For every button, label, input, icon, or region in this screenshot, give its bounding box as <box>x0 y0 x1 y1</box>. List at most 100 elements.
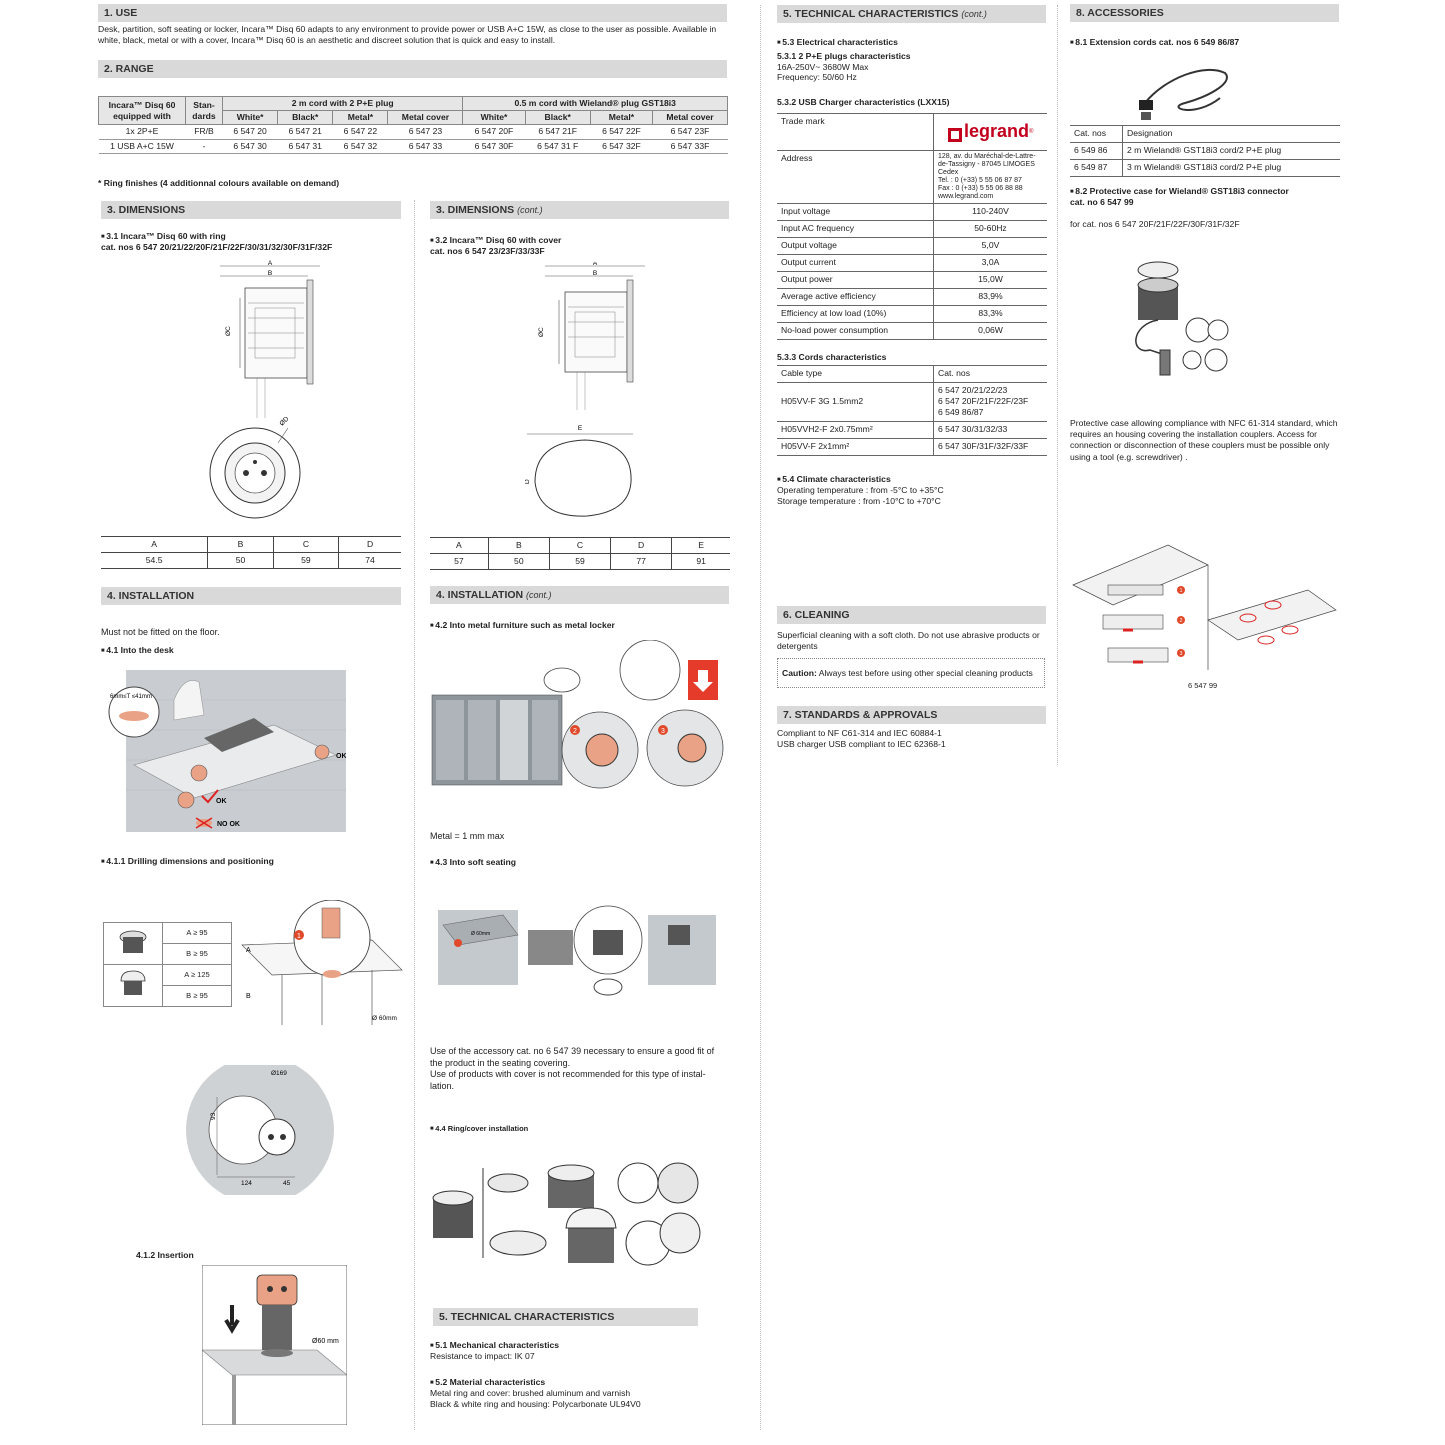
soft-seating-illustration: Ø 60mm <box>438 905 716 996</box>
table-cell: 91 <box>671 553 730 570</box>
table-cell: Cable type <box>777 365 934 383</box>
dim-label-d: ØD <box>278 415 290 427</box>
insertion-diameter-label: Ø60 mm <box>312 1338 339 1345</box>
dim-label-b: B <box>268 270 272 277</box>
usb-charger-table: Trade mark legrand® Address 128, av. du … <box>777 113 1047 341</box>
not-ok-label: NO OK <box>217 821 240 828</box>
table-cell: 6 549 86 <box>1070 142 1123 160</box>
table-cell: 6 547 33F <box>652 138 728 154</box>
column-divider <box>1057 5 1058 765</box>
table-row: Cable type Cat. nos <box>777 365 1047 383</box>
subtitle-ring-cover: 4.4 Ring/cover installation <box>430 1124 528 1134</box>
table-cell: B ≥ 95 <box>162 943 232 965</box>
table-cell: 1x 2P+E <box>98 124 186 140</box>
ok-label: OK <box>216 798 227 805</box>
cover-clearance-drawing: Ø169 93 124 45 <box>186 1065 334 1195</box>
table-cell: 6 547 31 F <box>525 138 591 154</box>
subtitle-dim-cover: 3.2 Incara™ Disq 60 with cover <box>430 235 561 246</box>
svg-text:2: 2 <box>573 728 577 735</box>
table-row: H05VVH2-F 2x0.75mm² 6 547 30/31/32/33 <box>777 421 1047 439</box>
section-header-installation-cont: 4. INSTALLATION (cont.) <box>430 586 729 604</box>
table-cell: Address <box>777 150 934 205</box>
desk-installation-illustration: 6mm≤T ≤41mm OK OK NO OK <box>108 670 346 832</box>
table-row: H05VV-F 3G 1.5mm2 6 547 20/21/22/23 6 54… <box>777 382 1047 422</box>
table-cell: 6 547 30F/31F/32F/33F <box>933 438 1047 456</box>
table-cell: 6 547 32 <box>332 138 388 154</box>
subtitle-electrical: 5.3 Electrical characteristics <box>777 37 898 48</box>
legrand-logo: legrand® <box>933 113 1047 151</box>
mechanical-text: Resistance to impact: IK 07 <box>430 1351 535 1361</box>
table-cell: Output power <box>777 271 934 290</box>
product-thumb-ring <box>103 922 163 965</box>
dim-label-d: D <box>525 479 531 484</box>
table-cell: No-load power consumption <box>777 322 934 341</box>
range-col: Metal* <box>332 110 389 126</box>
dim-label-e: E <box>578 425 583 432</box>
table-cell: 6 547 31 <box>277 138 333 154</box>
table-cell: H05VV-F 2x1mm² <box>777 438 934 456</box>
table-cell: A ≥ 125 <box>162 964 232 986</box>
plug-rating: 16A-250V~ 3680W Max <box>777 62 869 72</box>
section-header-technical: 5. TECHNICAL CHARACTERISTICS <box>433 1308 698 1326</box>
extension-cord-illustration <box>1139 68 1228 120</box>
table-cell: - <box>185 138 223 154</box>
table-cell: Input voltage <box>777 203 934 222</box>
thickness-label: 6mm≤T ≤41mm <box>110 694 152 700</box>
table-cell: H05VV-F 3G 1.5mm2 <box>777 382 934 422</box>
table-cell: 6 547 33 <box>387 138 463 154</box>
range-head-equipped: Incara™ Disq 60 equipped with <box>98 95 186 126</box>
section-header-range: 2. RANGE <box>98 60 727 78</box>
table-row: 6 549 86 2 m Wieland® GST18i3 cord/2 P+E… <box>1070 142 1340 160</box>
dim-label-a: A <box>268 260 273 267</box>
subtitle-plugs: 5.3.1 2 P+E plugs characteristics <box>777 51 911 61</box>
table-row: Cat. nos Designation <box>1070 125 1340 143</box>
table-cell: 3 m Wieland® GST18i3 cord/2 P+E plug <box>1122 159 1340 177</box>
table-cell: 59 <box>548 553 611 570</box>
range-col: Black* <box>524 110 591 126</box>
protective-case-ref: 6 547 99 <box>1188 681 1218 690</box>
section-header-accessories: 8. ACCESSORIES <box>1070 4 1339 22</box>
table-cell: 77 <box>610 553 672 570</box>
table-row: H05VV-F 2x1mm² 6 547 30F/31F/32F/33F <box>777 438 1047 456</box>
table-cell: Output current <box>777 254 934 273</box>
subtitle-climate: 5.4 Climate characteristics <box>777 474 890 485</box>
subtitle-dim-ring-cats: cat. nos 6 547 20/21/22/20F/21F/22F/30/3… <box>101 242 333 252</box>
table-cell: 1 USB A+C 15W <box>98 138 186 154</box>
protective-case-installation-illustration: 1 2 3 <box>1072 544 1337 670</box>
table-cell: C <box>272 536 339 553</box>
section-header-standards: 7. STANDARDS & APPROVALS <box>777 706 1046 724</box>
table-cell: 59 <box>272 552 339 569</box>
locker-installation-illustration: 2 3 <box>431 640 724 789</box>
cleaning-text: Superficial cleaning with a soft cloth. … <box>777 630 1040 652</box>
table-cell: 50 <box>487 553 550 570</box>
table-cell: 6 547 21F <box>525 124 591 140</box>
soft-seating-text: Use of the accessory cat. no 6 547 39 ne… <box>430 1046 715 1092</box>
extension-cord-table: Cat. nos Designation 6 549 86 2 m Wielan… <box>1070 125 1340 177</box>
dimension-drawing-cover: A B ØC E D <box>525 262 645 517</box>
address-text: 128, av. du Maréchal-de-Lattre-de-Tassig… <box>933 150 1047 205</box>
table-cell: E <box>671 537 730 554</box>
svg-text:3: 3 <box>661 728 665 735</box>
clearance-offset-label: 45 <box>283 1180 291 1187</box>
clearance-dia-label: Ø169 <box>271 1070 287 1077</box>
protective-case-description: Protective case allowing compliance with… <box>1070 418 1338 462</box>
subtitle-dim-ring: 3.1 Incara™ Disq 60 with ring <box>101 231 225 242</box>
caution-box: Caution: Always test before using other … <box>777 658 1045 688</box>
dimension-table-ring: A B C D 54.5 50 59 74 <box>101 536 401 569</box>
table-cell: A ≥ 95 <box>162 922 232 944</box>
table-cell: 0,06W <box>933 322 1047 341</box>
table-cell: 6 547 22F <box>590 124 653 140</box>
svg-text:1: 1 <box>1180 588 1183 594</box>
table-cell: B <box>207 536 274 553</box>
table-cell: A <box>101 536 208 553</box>
clearance-height-label: 93 <box>210 1112 217 1120</box>
table-cell: 15,0W <box>933 271 1047 290</box>
subtitle-material: 5.2 Material characteristics <box>430 1377 545 1388</box>
range-head-group1: 2 m cord with 2 P+E plug <box>221 95 464 112</box>
table-cell: 2 m Wieland® GST18i3 cord/2 P+E plug <box>1122 142 1340 160</box>
standards-line-2: USB charger USB compliant to IEC 62368-1 <box>777 739 946 749</box>
table-cell: 6 547 21 <box>277 124 333 140</box>
protective-case-product-illustration <box>1135 261 1229 376</box>
